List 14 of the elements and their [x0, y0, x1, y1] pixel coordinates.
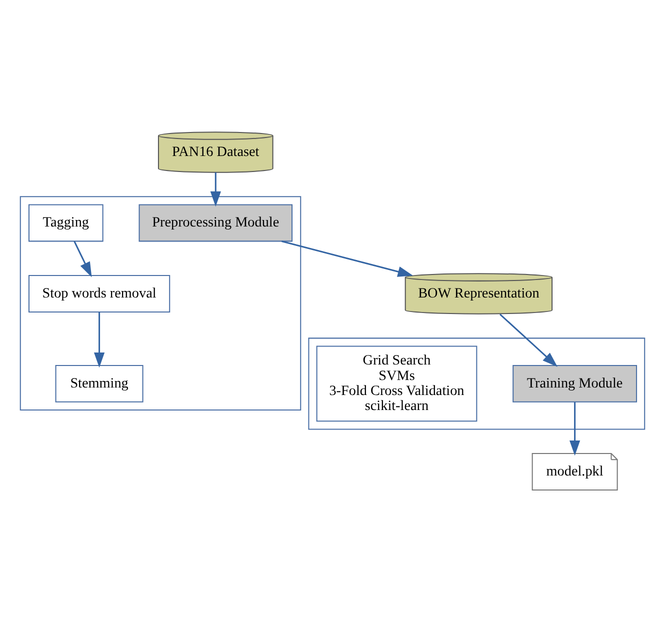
node-box: Tagging	[28, 204, 104, 242]
node-box: Stop words removal	[28, 275, 170, 312]
arrow	[570, 402, 580, 456]
arrow	[94, 312, 105, 368]
arrow	[210, 172, 221, 207]
arrow	[74, 241, 92, 278]
arrow	[281, 240, 414, 277]
cluster	[308, 338, 646, 430]
arrow	[500, 314, 558, 367]
node-box: Stemming	[55, 365, 144, 402]
node-box: Training Module	[512, 365, 638, 402]
node-box: Grid Search SVMs 3-Fold Cross Validation scikit-learn	[316, 346, 478, 422]
cluster	[20, 196, 302, 411]
node-box: Preprocessing Module	[138, 204, 293, 242]
